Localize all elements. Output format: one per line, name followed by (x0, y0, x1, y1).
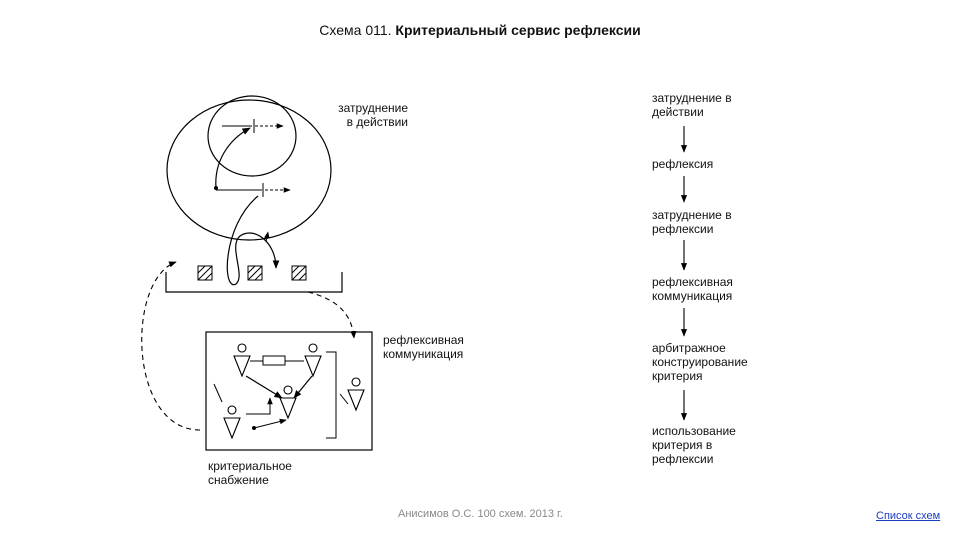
comm-arrow-1 (246, 376, 282, 398)
footer-author: Анисимов О.С. 100 схем. 2013 г. (398, 508, 563, 520)
comm-arrow-2 (294, 376, 312, 398)
flow-step-line: затруднение в (652, 208, 732, 222)
label-criterial-supply: критериальное снабжение (208, 459, 292, 487)
comm-arrow-5 (214, 384, 222, 402)
label-line: в действии (318, 115, 408, 129)
label-line: рефлексивная (383, 333, 464, 347)
flow-step-6: использование критерия в рефлексии (652, 424, 736, 466)
flow-step-line: рефлексии (652, 222, 732, 236)
comm-arrow-4 (254, 420, 286, 428)
label-line: снабжение (208, 473, 292, 487)
participants (224, 344, 364, 438)
outer-loop (167, 100, 331, 240)
flow-step-3: затруднение в рефлексии (652, 208, 732, 236)
inner-loop (208, 96, 296, 176)
flow-step-2: рефлексия (652, 157, 713, 171)
label-line: затруднение (318, 101, 408, 115)
label-reflexive-communication: рефлексивная коммуникация (383, 333, 464, 361)
flow-step-line: коммуникация (652, 289, 733, 303)
comm-arrow-6 (340, 394, 348, 404)
label-line: коммуникация (383, 347, 464, 361)
reflex-curve (216, 128, 250, 188)
flow-step-line: рефлексии (652, 452, 736, 466)
label-line: критериальное (208, 459, 292, 473)
hatched-boxes (198, 266, 306, 280)
flow-step-line: действии (652, 105, 732, 119)
supply-dashed-arc (142, 262, 200, 430)
comm-dashed-arc (308, 292, 354, 338)
dot-b (252, 426, 256, 430)
inner-bracket (326, 352, 336, 438)
criterion-block (263, 356, 285, 365)
flow-step-line: рефлексия (652, 157, 713, 171)
flow-step-line: затруднение в (652, 91, 732, 105)
schemes-list-link[interactable]: Список схем (876, 510, 940, 522)
comm-arrow-3 (246, 398, 270, 414)
flow-step-4: рефлексивная коммуникация (652, 275, 733, 303)
flow-step-line: конструирование (652, 355, 748, 369)
flow-step-line: рефлексивная (652, 275, 733, 289)
platform-bracket (166, 272, 342, 292)
communication-box (206, 332, 372, 450)
flow-step-line: использование (652, 424, 736, 438)
dot-a (214, 186, 218, 190)
flow-step-5: арбитражное конструирование критерия (652, 341, 748, 383)
flow-step-1: затруднение в действии (652, 91, 732, 119)
flow-step-line: критерия в (652, 438, 736, 452)
flow-step-line: критерия (652, 369, 748, 383)
flow-step-line: арбитражное (652, 341, 748, 355)
lower-loop-dashed (266, 232, 268, 242)
label-difficulty-action: затруднение в действии (318, 101, 408, 129)
